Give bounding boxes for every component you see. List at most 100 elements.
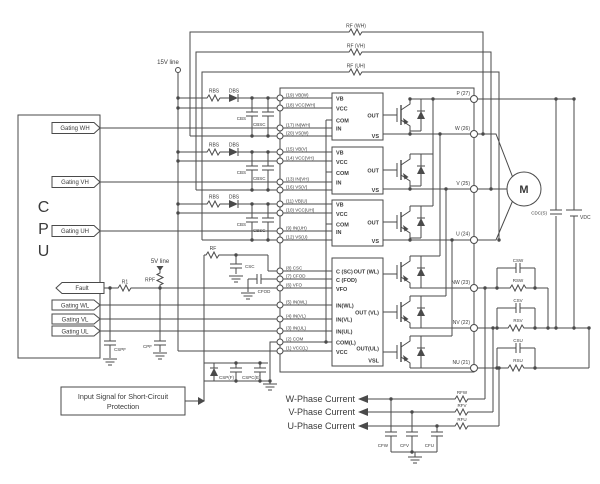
svg-text:CBSC: CBSC: [253, 122, 266, 127]
tag-label: Gating WH: [60, 126, 89, 132]
driver-ic-wh: [331, 92, 384, 141]
v5-terminal-icon: [156, 266, 164, 271]
svg-text:(3) IN(UL): (3) IN(UL): [286, 326, 307, 331]
svg-text:RPF: RPF: [145, 278, 155, 284]
svg-text:VB: VB: [336, 203, 344, 209]
zener-diode-icon: [210, 368, 218, 376]
svg-text:OUT: OUT: [367, 114, 379, 120]
tag-label: Gating UL: [61, 329, 89, 335]
v15-label: 15V line: [157, 60, 179, 66]
svg-text:VCC: VCC: [336, 160, 348, 166]
svg-text:NV (22): NV (22): [453, 320, 471, 326]
svg-text:CFW: CFW: [378, 443, 389, 448]
svg-text:CSV: CSV: [513, 298, 522, 303]
svg-text:COM: COM: [336, 171, 349, 177]
svg-text:CBSC: CBSC: [253, 228, 266, 233]
svg-text:C (SC): C (SC): [336, 270, 353, 276]
igbt-wh-icon: [396, 98, 426, 132]
svg-text:RF: RF: [210, 246, 217, 252]
v-phase-current-label: V-Phase Current: [288, 407, 355, 417]
protection-note-line1: Input Signal for Short-Circuit: [78, 392, 168, 401]
arrow-right-icon: [198, 397, 205, 405]
svg-text:CDC(S): CDC(S): [531, 211, 547, 216]
svg-text:RF (UH): RF (UH): [347, 64, 366, 70]
driver-ic-uh: [331, 199, 384, 247]
igbt-transistors: [396, 98, 426, 369]
svg-text:(12) VS(U): (12) VS(U): [286, 235, 308, 240]
module-pins: [276, 94, 284, 355]
svg-text:CSPC(E): CSPC(E): [242, 375, 261, 380]
svg-text:(6) VFO: (6) VFO: [286, 283, 303, 288]
junction-dots: [108, 96, 591, 454]
svg-text:CPF: CPF: [143, 344, 152, 349]
svg-text:IN(UL): IN(UL): [336, 330, 353, 336]
component-labels: RBS DBS CBS CBSC RBS DBS CBS CBSC RBS DB…: [114, 24, 591, 449]
svg-text:CSU: CSU: [513, 338, 523, 343]
svg-text:(18) VCC(WH): (18) VCC(WH): [286, 103, 316, 108]
svg-text:CSP(F): CSP(F): [219, 375, 235, 380]
phase-current-outputs: W-Phase Current V-Phase Current U-Phase …: [286, 394, 368, 431]
svg-text:RSV: RSV: [513, 318, 522, 323]
svg-text:CFOD: CFOD: [258, 289, 271, 294]
ls-driver-labels: C (SC) C (FOD) VFO IN(WL) IN(VL) IN(UL) …: [336, 270, 380, 365]
svg-text:CBS: CBS: [237, 222, 246, 227]
svg-text:RSW: RSW: [513, 278, 524, 283]
svg-text:VS: VS: [372, 188, 380, 194]
svg-text:CSC: CSC: [245, 264, 255, 269]
svg-text:(7) CFOD: (7) CFOD: [286, 274, 306, 279]
svg-text:(17) IN(WH): (17) IN(WH): [286, 123, 311, 128]
svg-text:VCC: VCC: [336, 350, 348, 356]
svg-text:VFO: VFO: [336, 287, 348, 293]
svg-text:NU (21): NU (21): [452, 360, 470, 366]
svg-text:(19) VB(W): (19) VB(W): [286, 93, 309, 98]
svg-text:(16) VS(V): (16) VS(V): [286, 185, 308, 190]
svg-text:VCC: VCC: [336, 212, 348, 218]
tag-label: Fault: [75, 286, 89, 292]
output-terminals: [470, 95, 478, 372]
svg-text:OUT (WL): OUT (WL): [354, 270, 380, 276]
arrow-left-icon: [358, 395, 368, 403]
tag-fault: [55, 282, 105, 294]
svg-text:RBS: RBS: [209, 195, 220, 201]
svg-text:(5) IN(WL): (5) IN(WL): [286, 300, 307, 305]
svg-text:VB: VB: [336, 151, 344, 157]
svg-text:RBS: RBS: [209, 89, 220, 95]
cpu-signal-tags: Gating WH Gating VH Gating UH Fault Gati…: [51, 122, 105, 337]
svg-text:CFV: CFV: [400, 443, 409, 448]
cpu-letter: P: [38, 221, 50, 238]
svg-text:DBS: DBS: [229, 195, 240, 201]
svg-text:U (24): U (24): [456, 232, 470, 238]
svg-text:VCC: VCC: [336, 107, 348, 113]
tag-gating-ul: [51, 325, 101, 337]
svg-text:(1) VCC(L): (1) VCC(L): [286, 346, 308, 351]
tag-gating-vh: [51, 176, 101, 188]
svg-text:IN: IN: [336, 181, 342, 187]
svg-text:(15) VB(V): (15) VB(V): [286, 147, 308, 152]
svg-text:(10) VCC(UH): (10) VCC(UH): [286, 208, 315, 213]
svg-text:(8) CSC: (8) CSC: [286, 266, 303, 271]
wires: [100, 31, 590, 457]
svg-text:VS: VS: [372, 239, 380, 245]
driver-ic-vh: [331, 146, 384, 195]
tag-gating-uh: [51, 225, 101, 237]
tag-gating-wl: [51, 299, 101, 311]
svg-text:IN(VL): IN(VL): [336, 318, 352, 324]
motor-icon: [506, 171, 542, 207]
igbt-uh-icon: [396, 205, 426, 239]
svg-text:DBS: DBS: [229, 89, 240, 95]
arrow-left-icon: [358, 422, 368, 430]
tag-gating-vl: [51, 313, 101, 325]
v5-label: 5V line: [151, 259, 170, 265]
svg-text:RFW: RFW: [457, 390, 468, 395]
svg-text:OUT (VL): OUT (VL): [355, 311, 379, 317]
svg-text:(4) IN(VL): (4) IN(VL): [286, 314, 306, 319]
svg-text:RSU: RSU: [513, 358, 523, 363]
svg-text:IN(WL): IN(WL): [336, 304, 354, 310]
svg-text:CSW: CSW: [513, 258, 524, 263]
svg-text:OUT: OUT: [367, 169, 379, 175]
svg-text:(2) COM: (2) COM: [286, 337, 304, 342]
tag-label: Gating WL: [61, 303, 90, 309]
svg-text:VSL: VSL: [368, 359, 379, 365]
